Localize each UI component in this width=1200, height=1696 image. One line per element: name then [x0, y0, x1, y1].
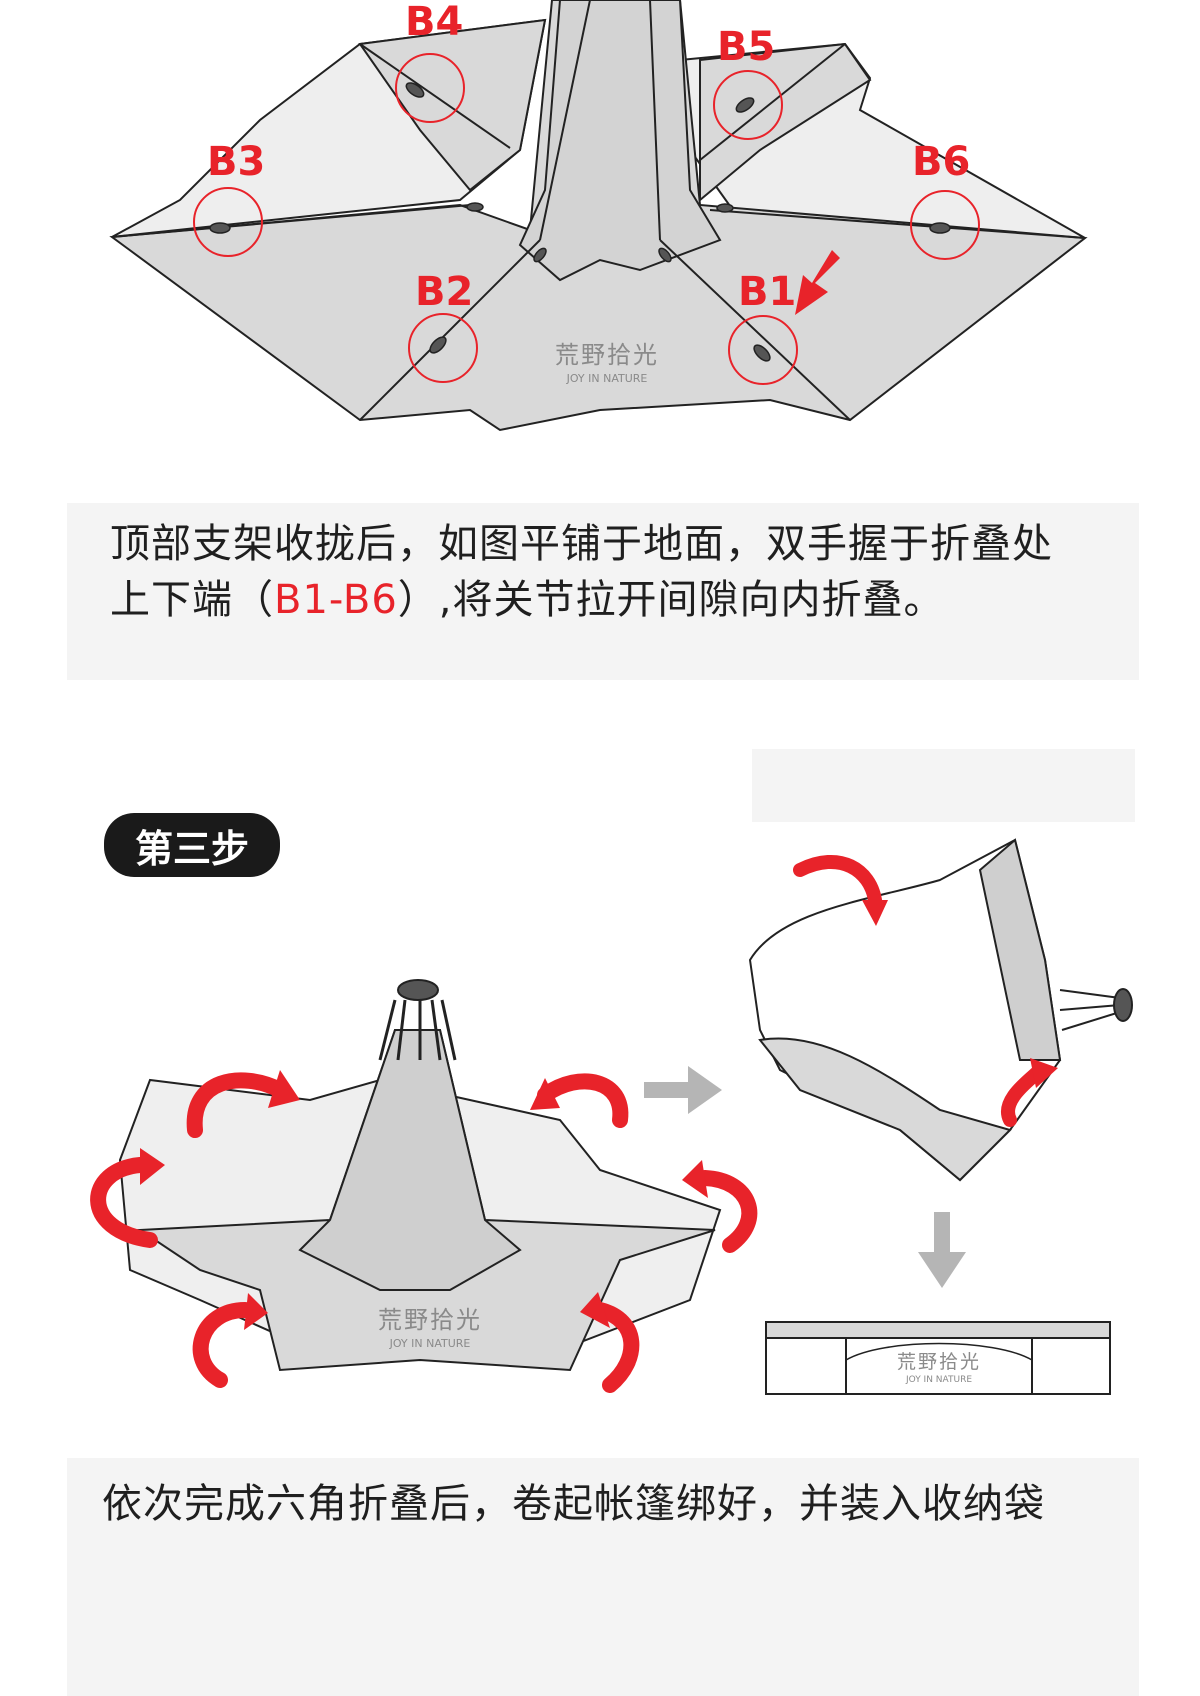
fold-arrow-icon — [697, 1170, 758, 1253]
caption-1: 顶部支架收拢后，如图平铺于地面，双手握于折叠处 上下端（B1-B6）,将关节拉开… — [110, 516, 1120, 628]
fold-arrow-icon — [793, 854, 882, 907]
label-b5: B5 — [717, 24, 775, 70]
joint-circle-b5 — [713, 70, 783, 140]
joint-circle-b1 — [728, 315, 798, 385]
caption-1-range: B1-B6 — [274, 577, 398, 623]
rolled-tent-diagram — [748, 838, 1133, 1182]
bag-brand-en: JOY IN NATURE — [905, 1375, 972, 1385]
label-b6: B6 — [912, 139, 970, 185]
fold-arrow-icon — [186, 1072, 288, 1138]
next-arrow-down-icon — [918, 1212, 966, 1288]
joint-circle-b6 — [910, 190, 980, 260]
brand-watermark-cn: 荒野拾光 — [555, 341, 659, 369]
joint-circle-b4 — [395, 53, 465, 123]
bag-brand-cn: 荒野拾光 — [897, 1351, 981, 1373]
tent-hub — [1113, 988, 1133, 1022]
tent-hub — [397, 979, 439, 1001]
label-b3: B3 — [207, 139, 265, 185]
joint-circle-b2 — [408, 313, 478, 383]
folding-diagram: 荒野拾光 JOY IN NATURE — [90, 979, 758, 1393]
fold-arrow-icon — [192, 1302, 253, 1388]
label-b1: B1 — [738, 269, 796, 315]
caption-2: 依次完成六角折叠后，卷起帐篷绑好，并装入收纳袋 — [102, 1481, 1045, 1527]
caption-1-line-2: 上下端（B1-B6）,将关节拉开间隙向内折叠。 — [110, 572, 1120, 628]
brand-watermark-en: JOY IN NATURE — [389, 1337, 471, 1350]
label-b2: B2 — [415, 269, 473, 315]
brand-watermark-cn: 荒野拾光 — [378, 1306, 482, 1334]
next-arrow-right-icon — [644, 1066, 722, 1114]
joint-circle-b3 — [193, 187, 263, 257]
storage-bag-diagram: 荒野拾光 JOY IN NATURE — [765, 1321, 1111, 1395]
fold-arrow-icon — [592, 1302, 640, 1393]
caption-panel-1 — [67, 503, 1139, 680]
top-tent-diagram: B4 B5 B3 B6 B2 B1 荒野拾光 JOY IN NATURE — [109, 0, 1088, 432]
label-b4: B4 — [405, 0, 463, 45]
caption-1-line-1: 顶部支架收拢后，如图平铺于地面，双手握于折叠处 — [110, 521, 1053, 567]
step-badge: 第三步 — [104, 813, 280, 877]
brand-watermark-en: JOY IN NATURE — [566, 372, 648, 385]
caption-1-text-c: ）,将关节拉开间隙向内折叠。 — [397, 577, 945, 623]
fold-arrow-icon — [90, 1157, 158, 1248]
caption-panel-2 — [67, 1458, 1139, 1696]
decor-panel — [752, 749, 1135, 822]
pointer-arrow-icon — [795, 250, 840, 315]
tent-center-peak — [518, 0, 722, 282]
caption-1-text-b: 上下端（ — [110, 577, 274, 623]
fold-arrow-icon — [537, 1073, 629, 1128]
